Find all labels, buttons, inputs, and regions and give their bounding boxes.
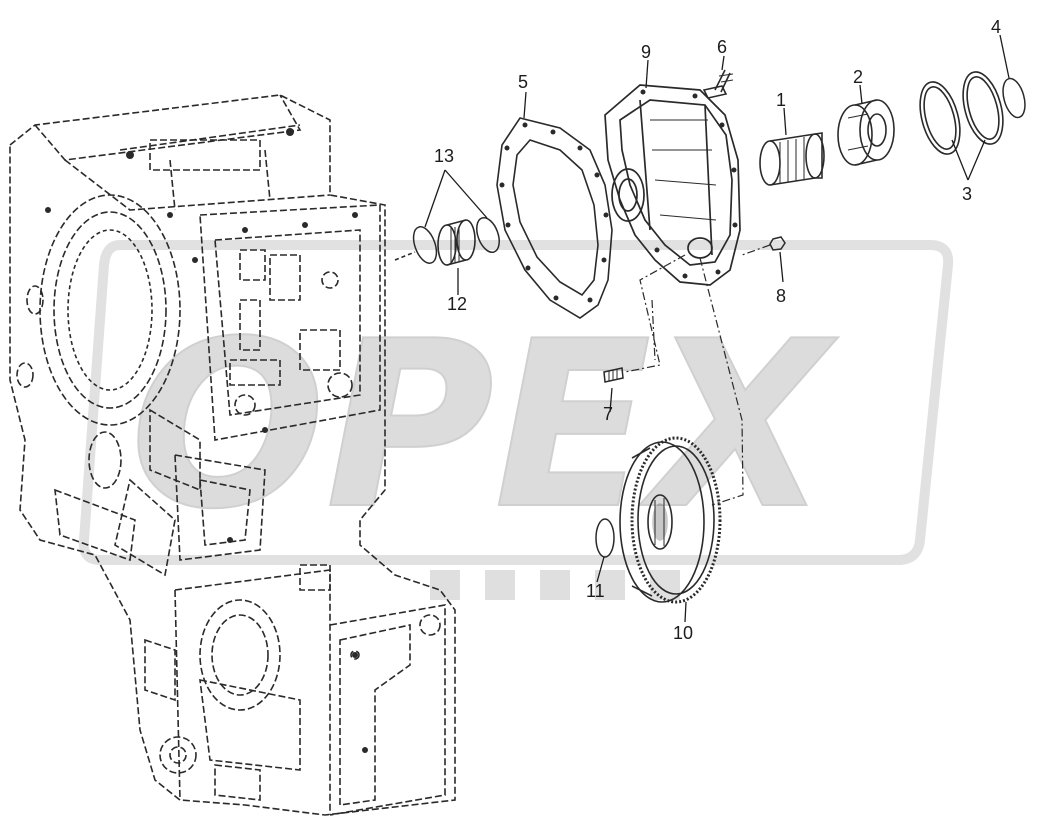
watermark-text: OPEX [130, 293, 838, 560]
callout-5: 5 [518, 72, 529, 92]
watermark-frame [78, 240, 954, 565]
part-5-gasket [496, 117, 613, 319]
callout-13: 13 [434, 146, 455, 166]
part-4-snap-ring [1002, 77, 1026, 119]
part-12-needle-bearing [394, 219, 476, 266]
callout-12: 12 [447, 294, 468, 314]
callout-2: 2 [853, 67, 864, 87]
part-11-snap-ring [595, 518, 615, 558]
part-9-cover [604, 84, 741, 286]
assembly-lines [624, 244, 771, 506]
transmission-housing [9, 94, 456, 816]
part-6-bolt [702, 69, 734, 99]
callout-6: 6 [717, 37, 728, 57]
callout-11: 11 [586, 581, 605, 601]
housing-details [45, 128, 368, 753]
callout-8: 8 [776, 286, 787, 306]
part-8-nut [769, 236, 786, 251]
callout-7: 7 [603, 404, 614, 424]
watermark-gear [430, 570, 680, 600]
part-10-gear [619, 436, 722, 604]
callout-1: 1 [776, 90, 787, 110]
callout-9: 9 [641, 42, 652, 62]
part-2-ball-bearing [837, 99, 895, 166]
leader-lines [424, 34, 1010, 623]
callout-4: 4 [991, 17, 1002, 37]
part-3-rings [919, 71, 1004, 155]
part-1-splined-shaft [759, 132, 825, 186]
part-13-snap-rings [412, 216, 500, 264]
callout-10: 10 [673, 623, 694, 643]
part-7-stud [603, 367, 624, 383]
callout-3: 3 [962, 184, 973, 204]
